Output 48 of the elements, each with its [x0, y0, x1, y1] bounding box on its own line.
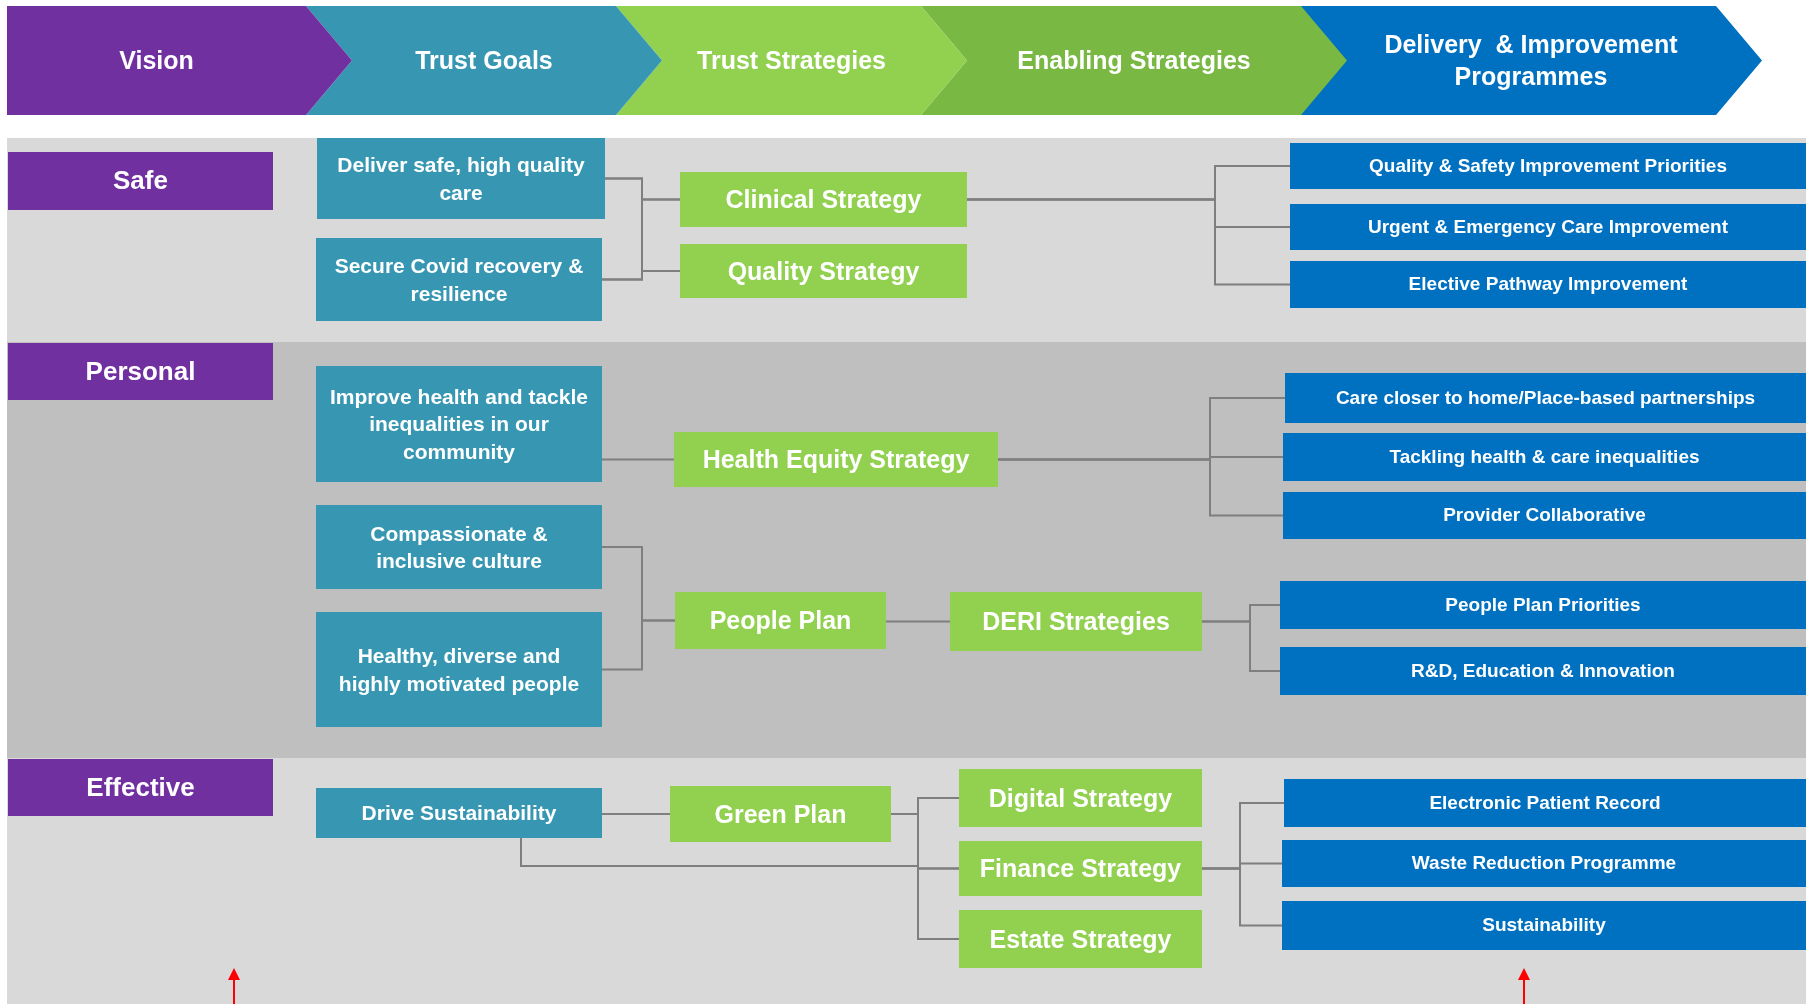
goal-card: Improve health and tackle inequalities in our community — [316, 366, 602, 482]
connector-line — [966, 198, 1291, 286]
programme-card: Care closer to home/Place-based partnerships — [1285, 373, 1806, 423]
programme-card: Urgent & Emergency Care Improvement — [1290, 204, 1806, 250]
strategy-card: Green Plan — [670, 786, 891, 842]
chevron-banner — [1300, 6, 1762, 115]
connector-line — [601, 458, 675, 461]
goal-card: Drive Sustainability — [316, 788, 602, 838]
connector-line — [1201, 620, 1281, 672]
header-label: Delivery & Improvement Programmes — [1383, 29, 1679, 92]
connector-line — [885, 620, 951, 623]
goal-card: Healthy, diverse and highly motivated people — [316, 612, 602, 727]
goal-card: Compassionate & inclusive culture — [316, 505, 602, 589]
header-label: Trust Goals — [415, 44, 553, 76]
programme-card: Provider Collaborative — [1283, 492, 1806, 539]
strategy-card: DERI Strategies — [950, 592, 1202, 651]
strategy-card: Digital Strategy — [959, 769, 1202, 827]
programme-card: Quality & Safety Improvement Priorities — [1290, 143, 1806, 189]
vision-label-tab: Safe — [8, 152, 273, 210]
goal-card: Secure Covid recovery & resilience — [316, 238, 602, 321]
chevron-banner — [7, 6, 352, 115]
programme-card: Tackling health & care inequalities — [1283, 433, 1806, 481]
connector-line — [601, 619, 676, 671]
strategy-card: Health Equity Strategy — [674, 432, 998, 487]
header-label: Enabling Strategies — [1017, 44, 1251, 76]
connector-line — [601, 270, 681, 281]
connector-line — [601, 813, 671, 815]
programme-card: R&D, Education & Innovation — [1280, 647, 1806, 695]
chevron-banner — [921, 6, 1347, 115]
vision-label-tab: Effective — [8, 759, 273, 816]
programme-card: People Plan Priorities — [1280, 581, 1806, 629]
strategy-card: Clinical Strategy — [680, 172, 967, 227]
goal-card: Deliver safe, high quality care — [317, 138, 605, 219]
programme-card: Electronic Patient Record — [1284, 779, 1806, 827]
connector-line — [997, 458, 1284, 517]
programme-card: Sustainability — [1282, 901, 1806, 950]
programme-card: Elective Pathway Improvement — [1290, 261, 1806, 308]
connector-line — [1201, 867, 1283, 927]
programme-card: Waste Reduction Programme — [1282, 840, 1806, 887]
strategy-card: People Plan — [675, 592, 886, 649]
strategy-card: Finance Strategy — [959, 841, 1202, 896]
strategy-card: Estate Strategy — [959, 910, 1202, 968]
header-label: Vision — [119, 44, 194, 76]
header-label: Trust Strategies — [697, 44, 886, 76]
vision-label-tab: Personal — [8, 343, 273, 400]
chevron-banner — [616, 6, 967, 115]
chevron-banner — [306, 6, 662, 115]
strategy-card: Quality Strategy — [680, 244, 967, 298]
